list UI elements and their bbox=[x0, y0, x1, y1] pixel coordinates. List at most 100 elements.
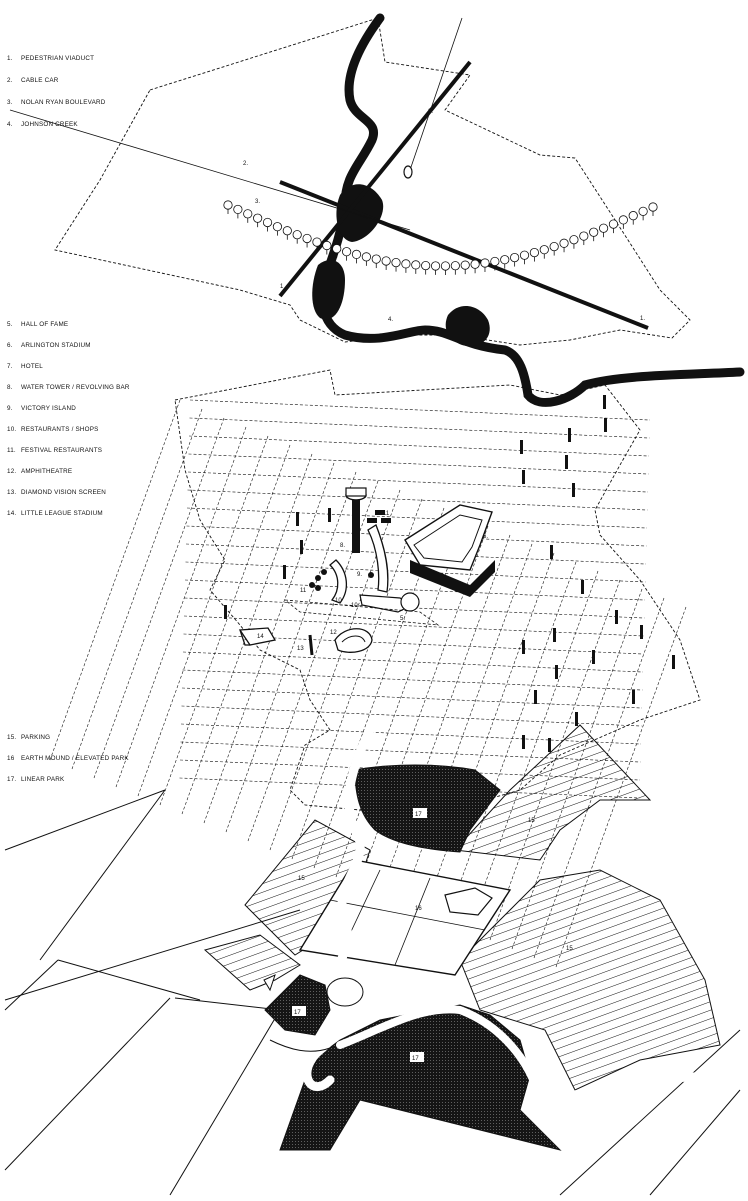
site-boundary-middle bbox=[174, 369, 701, 811]
legend-item-number: 11. bbox=[7, 447, 16, 454]
light-post bbox=[581, 580, 584, 594]
grid-line bbox=[159, 444, 291, 806]
tree-icon bbox=[579, 231, 589, 241]
grid-line bbox=[180, 741, 641, 763]
tag-2b: 2. bbox=[428, 109, 433, 115]
legend-item-label: HALL OF FAME bbox=[21, 321, 69, 328]
water-tower bbox=[345, 487, 367, 553]
light-post bbox=[283, 565, 286, 579]
arlington-stadium bbox=[404, 504, 495, 597]
tree-icon bbox=[450, 261, 460, 271]
top-layer: 1 1. 2. 2. 3. 4. bbox=[9, 13, 745, 407]
tree-icon bbox=[460, 260, 470, 270]
legend-item-label: VICTORY ISLAND bbox=[21, 405, 76, 412]
tree-icon bbox=[322, 240, 332, 251]
field-line bbox=[174, 997, 281, 1011]
light-post bbox=[572, 483, 575, 497]
legend-item-number: 8. bbox=[7, 384, 13, 391]
grid-line bbox=[184, 579, 646, 601]
linear-park-south bbox=[279, 1004, 562, 1151]
parking-southeast bbox=[459, 869, 721, 1091]
viaduct-line bbox=[279, 180, 649, 330]
diamond-vision-screen bbox=[308, 634, 314, 656]
field-line bbox=[57, 959, 201, 1001]
restaurants-shops bbox=[329, 510, 420, 613]
legend-item: 11.FESTIVAL RESTAURANTS bbox=[7, 447, 102, 454]
legend-item-number: 12. bbox=[7, 468, 17, 475]
tree-icon bbox=[608, 219, 619, 229]
johnson-creek bbox=[317, 13, 745, 407]
light-post bbox=[224, 605, 227, 619]
field-line bbox=[4, 959, 59, 1011]
legend-item-number: 2. bbox=[7, 77, 13, 84]
festival-restaurants bbox=[309, 569, 327, 591]
light-posts bbox=[224, 395, 675, 752]
light-post bbox=[300, 540, 303, 554]
grid-line bbox=[269, 489, 401, 851]
grid-line bbox=[187, 471, 649, 493]
tree-icon bbox=[312, 237, 322, 247]
cable-car-line bbox=[278, 60, 472, 298]
cable-car-long-line bbox=[9, 109, 411, 231]
legend-item: 10.RESTAURANTS / SHOPS bbox=[7, 426, 99, 433]
legend-item-label: DIAMOND VISION SCREEN bbox=[21, 489, 107, 496]
tree-icon bbox=[233, 204, 243, 215]
light-post bbox=[603, 395, 606, 409]
legend-item-number: 17. bbox=[7, 776, 17, 783]
tag-10: 10 bbox=[335, 598, 342, 604]
legend-item-number: 1. bbox=[7, 55, 13, 62]
tag-17a: 17 bbox=[415, 812, 422, 818]
grid-line bbox=[182, 651, 644, 673]
grid-line bbox=[423, 552, 555, 914]
tag-17b: 17 bbox=[294, 1010, 301, 1016]
grid-line bbox=[71, 408, 203, 770]
legend-item-label: JOHNSON CREEK bbox=[21, 121, 78, 128]
field-line bbox=[559, 1029, 741, 1196]
legend-item: 17.LINEAR PARK bbox=[7, 776, 64, 783]
tree-icon bbox=[470, 259, 480, 269]
light-post bbox=[640, 625, 643, 639]
light-post bbox=[672, 655, 675, 669]
tree-icon bbox=[519, 250, 530, 260]
legend-item: 8.WATER TOWER / REVOLVING BAR bbox=[7, 384, 130, 391]
tree-icon bbox=[371, 254, 381, 264]
tag-9: 9. bbox=[357, 572, 362, 578]
park-path-west bbox=[269, 1039, 331, 1052]
tree-icon bbox=[361, 252, 371, 262]
tree-icon bbox=[510, 252, 520, 263]
field-line bbox=[169, 1009, 281, 1196]
tag-10b: 10. bbox=[351, 603, 360, 609]
cable-car-gondola bbox=[403, 165, 413, 179]
field-line bbox=[649, 1089, 741, 1196]
tag-8: 8. bbox=[340, 543, 345, 549]
tree-icon bbox=[559, 238, 569, 248]
tag-bg bbox=[292, 1006, 306, 1016]
grid-line bbox=[188, 453, 649, 475]
legend-item: 5.HALL OF FAME bbox=[7, 321, 69, 328]
tree-icon bbox=[549, 241, 559, 252]
legend-item-number: 9. bbox=[7, 405, 13, 412]
grid-line bbox=[401, 543, 533, 905]
legend-item-label: AMPHITHEATRE bbox=[21, 468, 73, 475]
legend-item-number: 10. bbox=[7, 426, 17, 433]
legend-item: 3.NOLAN RYAN BOULEVARD bbox=[7, 99, 105, 106]
tag-1b: 1. bbox=[640, 316, 645, 322]
legend-item: 14.LITTLE LEAGUE STADIUM bbox=[7, 510, 103, 517]
grid-line bbox=[225, 471, 357, 833]
light-post bbox=[550, 545, 553, 559]
mound-line bbox=[329, 899, 486, 931]
tree-icon bbox=[381, 256, 391, 266]
tag-16: 16 bbox=[415, 906, 422, 912]
field-line bbox=[4, 909, 301, 1001]
light-post bbox=[632, 690, 635, 704]
tree-icon bbox=[391, 257, 401, 268]
light-post bbox=[522, 470, 525, 484]
grid-line bbox=[93, 417, 225, 779]
legend-item: 13.DIAMOND VISION SCREEN bbox=[7, 489, 107, 496]
tag-15a: 15 bbox=[528, 818, 535, 824]
light-post bbox=[565, 455, 568, 469]
legend-item-label: CABLE CAR bbox=[21, 77, 59, 84]
tree-icon bbox=[223, 200, 233, 210]
linear-park-west bbox=[264, 974, 331, 1036]
